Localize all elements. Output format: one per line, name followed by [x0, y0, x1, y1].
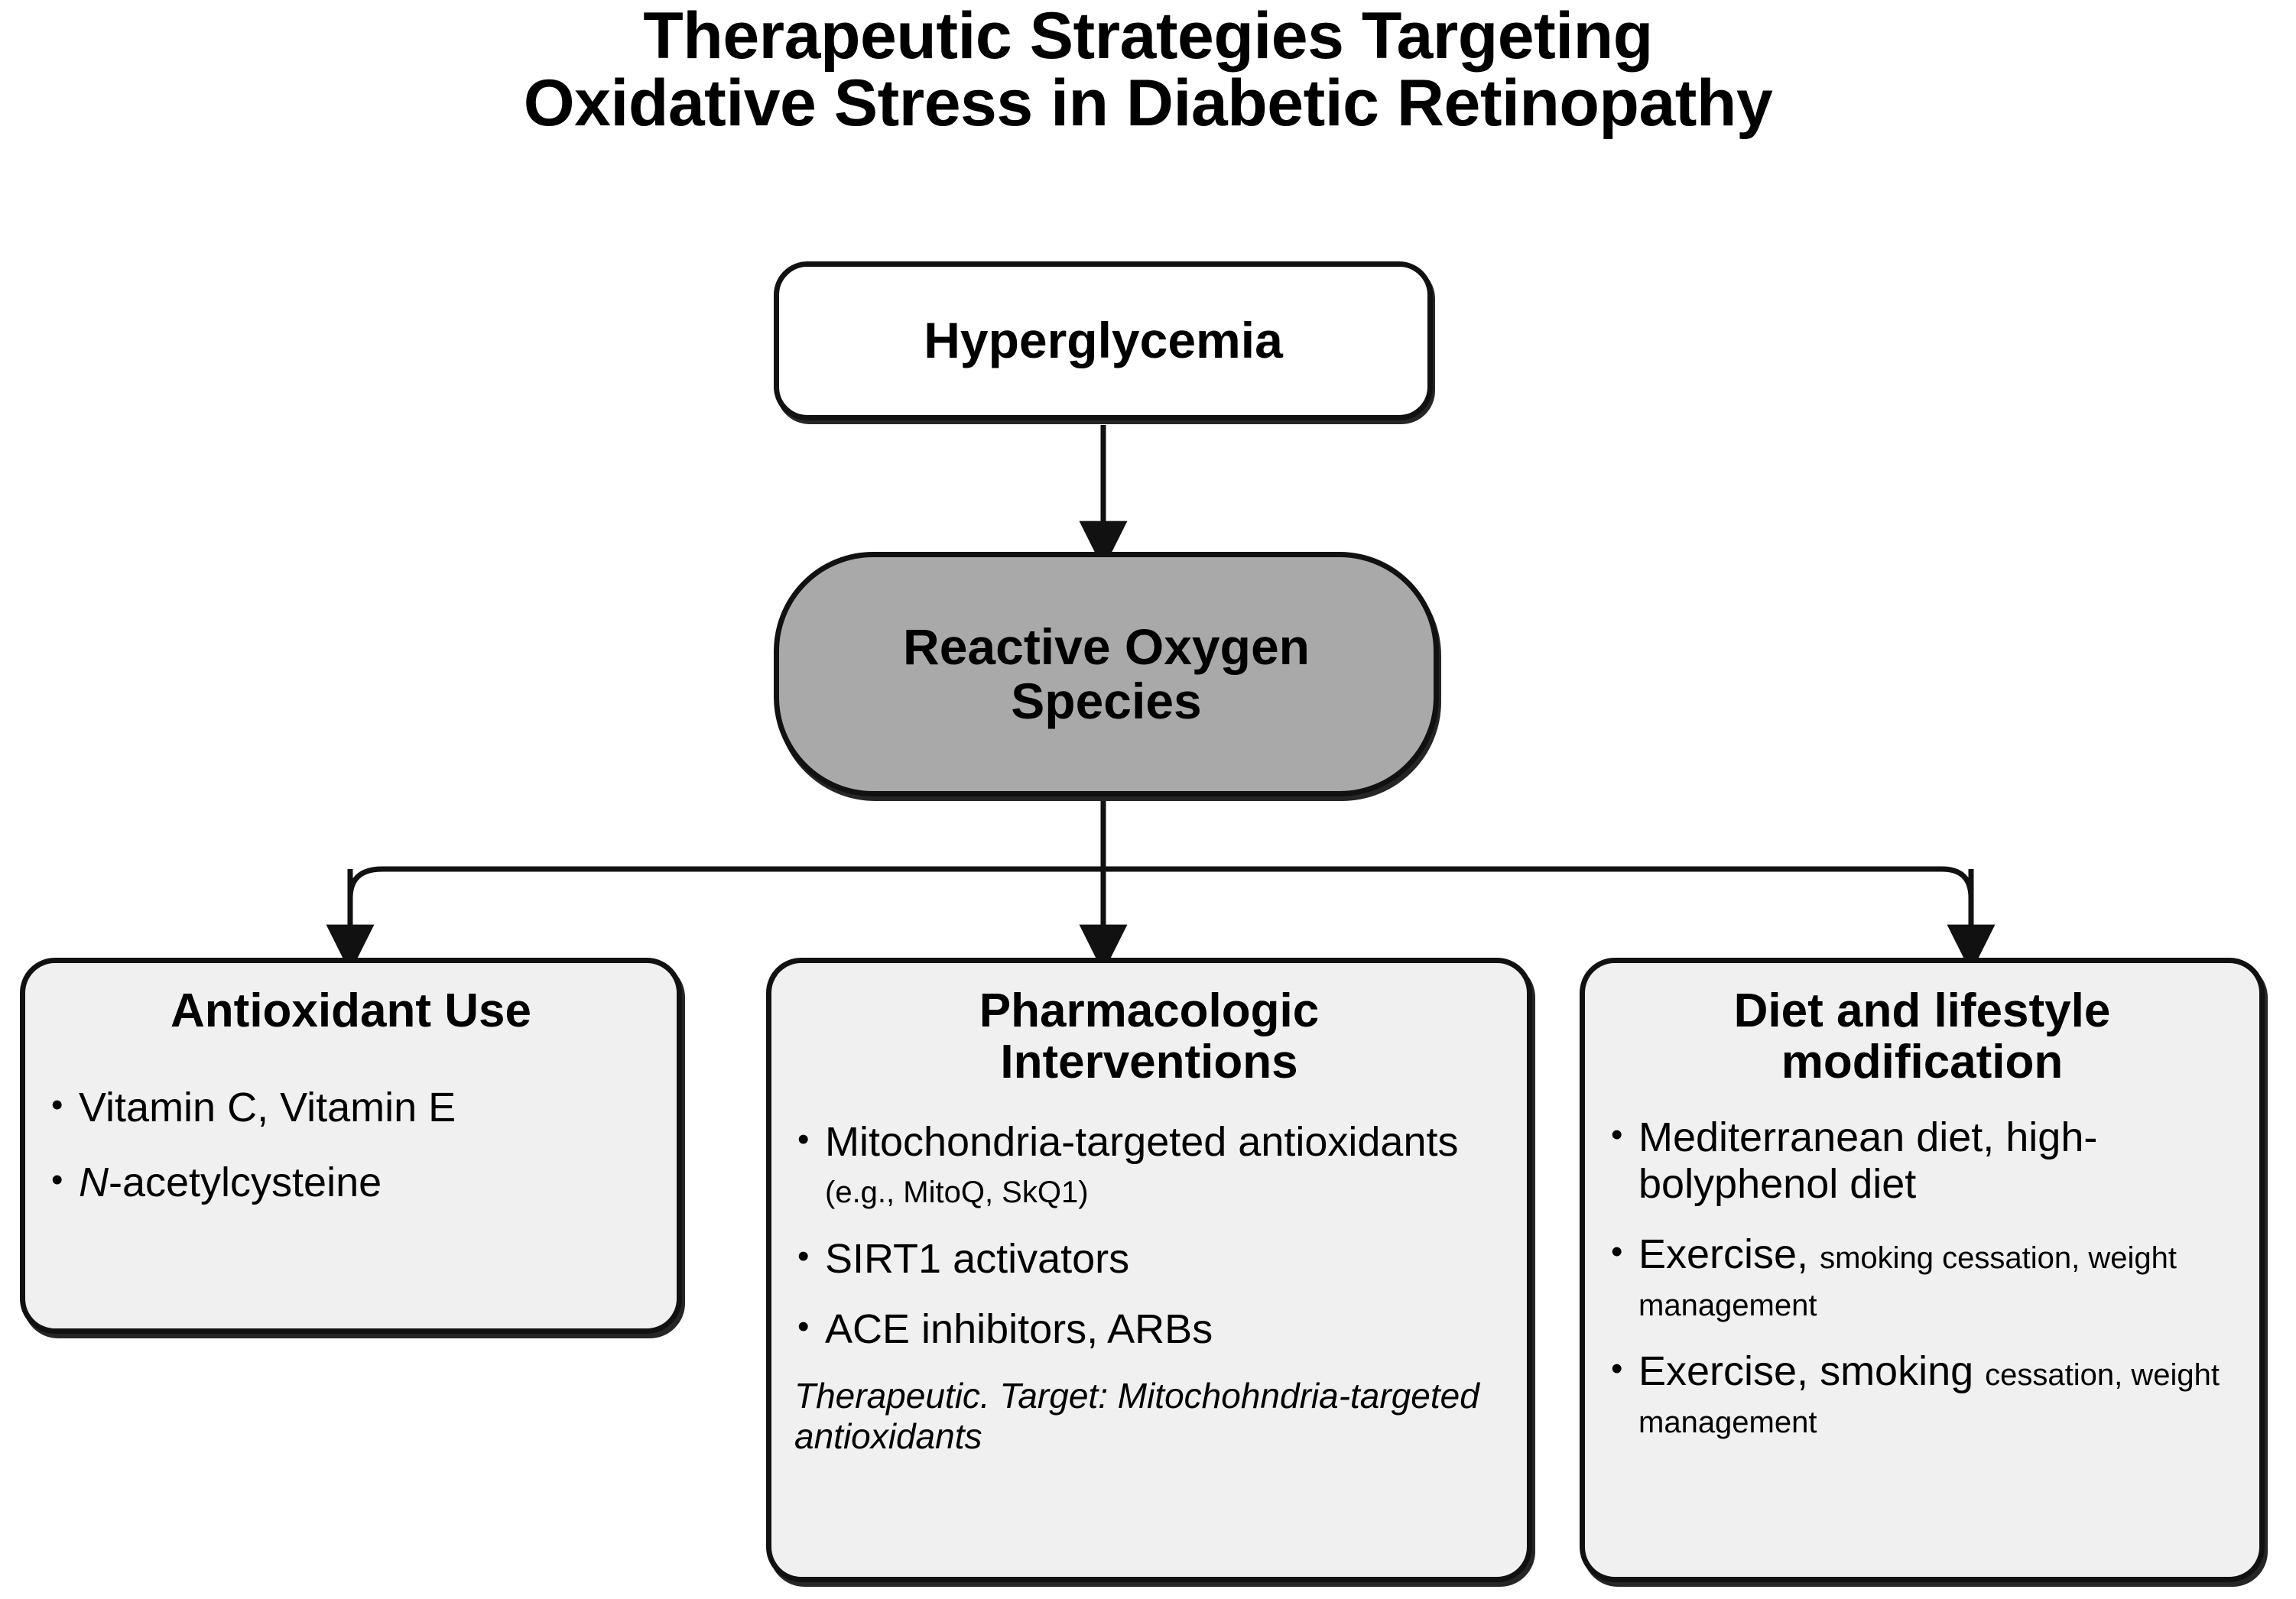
bullet-text: Exercise,: [1638, 1231, 1820, 1277]
bullet-text: -acetylcysteine: [109, 1159, 382, 1205]
diagram-title-line-1: Therapeutic Strategies Targeting: [643, 0, 1653, 73]
bullet-text: ACE inhibitors, ARBs: [825, 1305, 1213, 1352]
bullet-text: Exercise, smoking: [1638, 1348, 1986, 1395]
antioxidant-use-bullet-list: Vitamin C, Vitamin E N-acetylcysteine: [45, 1083, 657, 1207]
pharmacologic-interventions-bullet-list: Mitochondria-targeted antioxidants (e.g.…: [791, 1117, 1507, 1354]
diet-title-line-2: modification: [1781, 1035, 2064, 1088]
diet-and-lifestyle-title: Diet and lifestyle modification: [1605, 984, 2239, 1088]
bullet-note: smoking cessation, weight management: [1638, 1241, 2177, 1322]
bullet-note: (e.g., MitoQ, SkQ1): [825, 1176, 1089, 1210]
bullet-italic-prefix: N: [79, 1159, 109, 1205]
list-item: Exercise, smoking cessation, weight mana…: [1605, 1230, 2239, 1325]
list-item: Vitamin C, Vitamin E: [45, 1083, 657, 1132]
list-item: ACE inhibitors, ARBs: [791, 1305, 1507, 1354]
node-reactive-oxygen-species-label: Reactive Oxygen Species: [903, 618, 1310, 729]
node-reactive-oxygen-species: Reactive Oxygen Species: [774, 552, 1439, 796]
node-diet-and-lifestyle-modification: Diet and lifestyle modification Mediterr…: [1580, 958, 2265, 1582]
pharmacologic-title-line-1: Pharmacologic: [979, 984, 1320, 1037]
connector-ros-split: [347, 801, 1974, 954]
bullet-note: cessation, weight management: [1638, 1358, 2220, 1439]
node-hyperglycemia-label: Hyperglycemia: [924, 312, 1283, 369]
node-hyperglycemia: Hyperglycemia: [774, 261, 1433, 420]
antioxidant-use-title: Antioxidant Use: [170, 984, 531, 1037]
pharmacologic-title-line-2: Interventions: [1000, 1035, 1298, 1088]
list-item: Mediterranean diet, high-bolyphenol diet: [1605, 1113, 2239, 1208]
pharmacologic-interventions-title: Pharmacologic Interventions: [791, 984, 1507, 1088]
diet-title-line-1: Diet and lifestyle: [1733, 984, 2111, 1037]
pharmacologic-interventions-note: Therapeutic. Target: Mitochohndria-targe…: [794, 1376, 1479, 1457]
node-pharmacologic-interventions: Pharmacologic Interventions Mitochondria…: [766, 958, 1532, 1582]
list-item: Exercise, smoking cessation, weight mana…: [1605, 1347, 2239, 1442]
diagram-title-line-2: Oxidative Stress in Diabetic Retinopathy: [523, 66, 1773, 140]
list-item: Mitochondria-targeted antioxidants (e.g.…: [791, 1117, 1507, 1213]
diagram-title: Therapeutic Strategies Targeting Oxidati…: [0, 0, 2296, 140]
bullet-text: Mediterranean diet, high-bolyphenol diet: [1638, 1114, 2098, 1208]
node-antioxidant-use: Antioxidant Use Vitamin C, Vitamin E N-a…: [20, 958, 682, 1334]
list-item: N-acetylcysteine: [45, 1158, 657, 1207]
ros-label-line-2: Species: [1011, 673, 1202, 729]
ros-label-line-1: Reactive Oxygen: [903, 618, 1310, 675]
list-item: SIRT1 activators: [791, 1234, 1507, 1283]
bullet-text: Mitochondria-targeted antioxidants: [825, 1118, 1459, 1165]
bullet-text: Vitamin C, Vitamin E: [79, 1084, 456, 1130]
bullet-text: SIRT1 activators: [825, 1236, 1130, 1282]
diet-and-lifestyle-bullet-list: Mediterranean diet, high-bolyphenol diet…: [1605, 1113, 2239, 1442]
